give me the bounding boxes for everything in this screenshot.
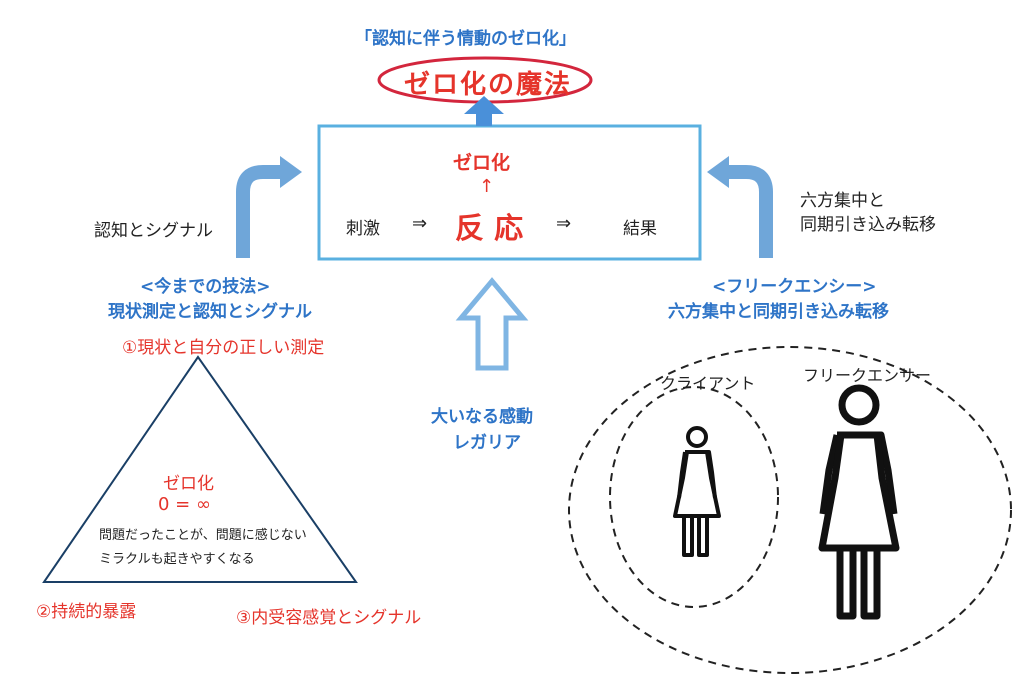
- box-up-arrow: ↑: [479, 176, 495, 197]
- box-arrow-left: ⇒: [412, 213, 428, 234]
- center-bottom-line-1: 大いなる感動: [431, 407, 533, 427]
- client-label: クライアント: [660, 374, 756, 393]
- triangle-line-2: ミラクルも起きやすくなる: [99, 552, 255, 567]
- up-arrow-to-title: [464, 96, 504, 126]
- right-input-label-2: 同期引き込み転移: [800, 215, 936, 235]
- triangle-line-1: 問題だったことが、問題に感じない: [99, 528, 307, 543]
- point-1: ①現状と自分の正しい測定: [122, 338, 325, 358]
- frequency-label: フリークエンサー: [803, 366, 932, 385]
- right-section-subtitle: 六方集中と同期引き込み転移: [668, 302, 889, 322]
- triangle-equation: 0 = ∞: [158, 494, 211, 515]
- triangle-zero-label: ゼロ化: [163, 474, 214, 494]
- point-3: ③内受容感覚とシグナル: [236, 608, 422, 628]
- box-result: 結果: [623, 219, 657, 239]
- right-input-label-1: 六方集中と: [800, 191, 885, 211]
- point-2: ②持続的暴露: [36, 602, 137, 622]
- box-zero-label: ゼロ化: [453, 152, 511, 174]
- box-arrow-right: ⇒: [556, 213, 572, 234]
- left-curved-arrow: [236, 165, 283, 258]
- triangle: [42, 355, 358, 583]
- right-section-title: <フリークエンシー>: [712, 277, 877, 297]
- diagram-title: ゼロ化の魔法: [404, 70, 573, 100]
- left-curved-arrow-head: [280, 156, 302, 188]
- box-response: 反 応: [455, 211, 524, 245]
- right-curved-arrow-head: [707, 156, 729, 188]
- left-input-label: 認知とシグナル: [94, 221, 213, 241]
- inner-dashed-ellipse: [609, 386, 779, 608]
- box-stimulus: 刺激: [346, 219, 380, 239]
- center-bottom-line-2: レガリア: [453, 433, 521, 453]
- right-curved-arrow: [726, 165, 773, 258]
- left-section-subtitle: 現状測定と認知とシグナル: [108, 302, 312, 322]
- frequency-figure-icon: [818, 384, 900, 620]
- diagram-subtitle: 「認知に伴う情動のゼロ化」: [355, 29, 576, 49]
- client-figure-icon: [673, 426, 721, 557]
- left-section-title: <今までの技法>: [140, 277, 271, 297]
- hollow-up-arrow: [455, 277, 529, 371]
- center-box: [317, 124, 702, 261]
- outer-dashed-ellipse: [568, 346, 1012, 674]
